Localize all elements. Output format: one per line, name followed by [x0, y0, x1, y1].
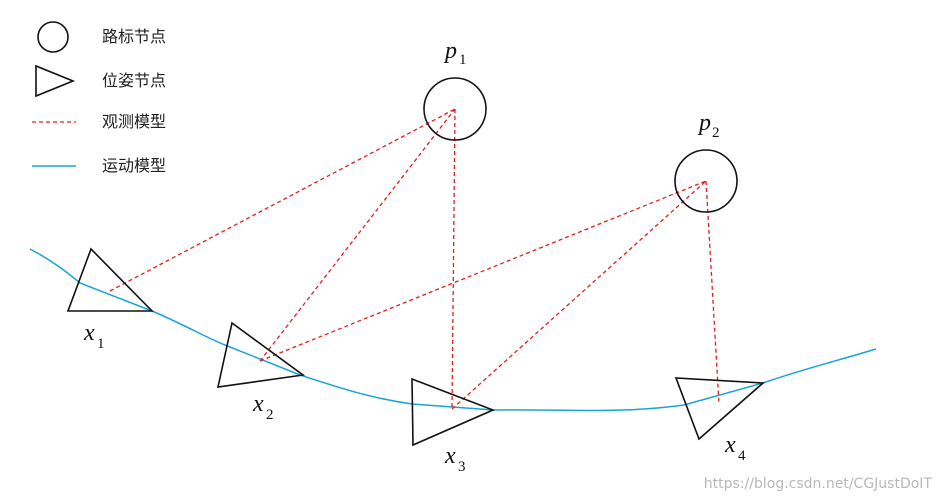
- legend-landmark-label: 路标节点: [102, 27, 166, 46]
- landmark-p2: p 2: [674, 110, 738, 213]
- pose-triangle: [216, 321, 306, 388]
- pose-triangle: [66, 247, 154, 312]
- legend-pose-icon: [35, 64, 76, 98]
- observation-edges: [109, 108, 720, 410]
- pose-var: x: [83, 320, 95, 346]
- landmark-var: p: [697, 110, 711, 136]
- pose-var: x: [724, 432, 736, 458]
- obs-x2-p2: [259, 180, 707, 362]
- legend-landmark-icon: [37, 21, 69, 53]
- obs-x3-p1: [451, 108, 456, 410]
- pose-x4: x 4: [674, 377, 765, 464]
- obs-x2-p1: [259, 108, 456, 362]
- obs-x1-p1: [109, 108, 456, 292]
- pose-sub: 1: [97, 336, 105, 352]
- pose-x3: x 3: [411, 377, 496, 475]
- pose-var: x: [444, 443, 456, 469]
- pose-x2: x 2: [216, 321, 306, 423]
- pose-sub: 3: [458, 459, 466, 475]
- pose-sub: 2: [266, 407, 274, 423]
- landmark-circle: [674, 149, 738, 213]
- landmark-circle: [423, 77, 487, 141]
- pose-x1: x 1: [66, 247, 154, 352]
- pose-var: x: [252, 391, 264, 417]
- legend-observation-label: 观测模型: [102, 112, 166, 131]
- pose-sub: 4: [738, 448, 746, 464]
- legend: 路标节点 位姿节点 观测模型 运动模型: [32, 21, 166, 175]
- pose-triangle: [411, 377, 496, 447]
- obs-x3-p2: [451, 180, 707, 410]
- legend-motion-label: 运动模型: [102, 156, 166, 175]
- landmark-sub: 2: [712, 125, 720, 141]
- legend-pose-label: 位姿节点: [102, 71, 166, 90]
- landmark-p1: p 1: [423, 38, 487, 141]
- pose-triangle: [674, 377, 765, 441]
- landmark-sub: 1: [459, 52, 467, 68]
- obs-x4-p2: [705, 180, 720, 405]
- watermark: https://blog.csdn.net/CGJustDoIT: [704, 476, 933, 492]
- landmark-var: p: [443, 38, 457, 64]
